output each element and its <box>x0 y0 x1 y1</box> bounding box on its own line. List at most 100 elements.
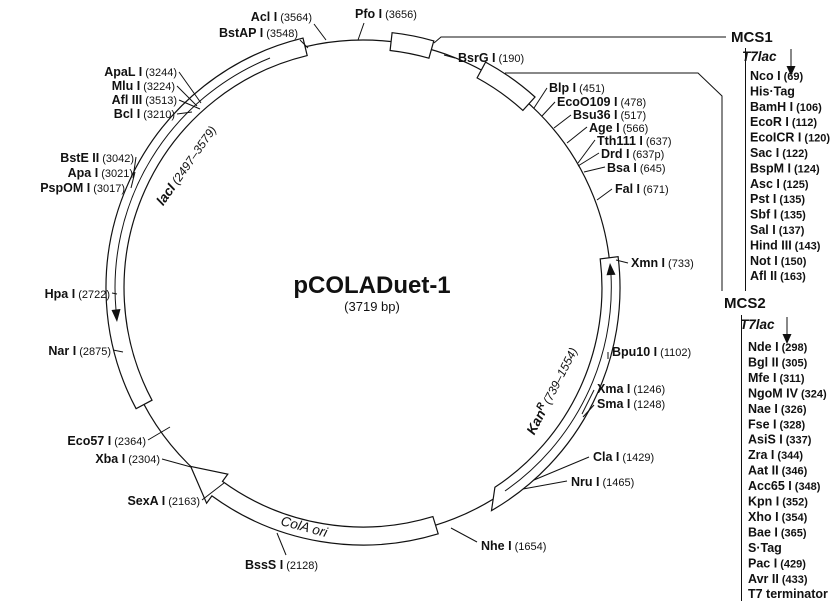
mcs1-item: Not I(150) <box>750 254 807 268</box>
leader-sexa <box>201 482 225 501</box>
laci-arrowhead <box>111 309 121 322</box>
mcs1-item: Afl II(163) <box>750 269 806 283</box>
site-label-xma: Xma I(1246) <box>597 382 665 396</box>
mcs2-band <box>476 61 536 112</box>
leader-bsrg <box>443 54 456 59</box>
site-label-bsu36: Bsu36 I(517) <box>573 108 646 122</box>
site-labels: Pfo I(3656) Acl I(3564) BstAP I(3548) Bs… <box>40 7 694 572</box>
mcs2-item: Bgl II(305) <box>748 355 808 369</box>
leader-blp <box>533 87 548 109</box>
plasmid-size: (3719 bp) <box>344 299 400 314</box>
mcs2-list: MCS2 T7lac Nde I(298) Bgl II(305) Mfe I(… <box>724 295 828 601</box>
site-label-bsss: BssS I(2128) <box>245 558 318 572</box>
leader-bcl <box>176 111 193 115</box>
kanr-arrowhead <box>606 263 616 276</box>
site-label-hpa: Hpa I(2722) <box>45 287 110 301</box>
laci-arrow-line <box>114 57 271 311</box>
mcs2-item: Bae I(365) <box>748 525 807 539</box>
mcs1-item: Sal I(137) <box>750 223 805 237</box>
site-label-afliii: Afl III(3513) <box>112 93 177 107</box>
mcs2-item: Xho I(354) <box>748 510 808 524</box>
leader-xba <box>161 458 192 468</box>
leader-sma <box>582 404 595 418</box>
site-label-cla: Cla I(1429) <box>593 450 654 464</box>
leader-bsa <box>583 166 606 173</box>
leader-xma <box>581 389 595 415</box>
mcs2-item: Fse I(328) <box>748 417 806 431</box>
mcs2-connector <box>505 72 723 291</box>
site-label-sma: Sma I(1248) <box>597 397 665 411</box>
mcs2-item: Pac I(429) <box>748 556 806 570</box>
leader-nru <box>522 480 568 490</box>
leader-eco57 <box>147 426 171 441</box>
leader-xmn <box>615 259 629 264</box>
mcs2-item: Aat II(346) <box>748 464 808 478</box>
mcs2-item: Nde I(298) <box>748 340 808 354</box>
mcs1-item: Asc I(125) <box>750 177 809 191</box>
leader-mlu <box>176 85 198 107</box>
plasmid-title: pCOLADuet-1 <box>293 272 450 299</box>
site-label-xmn: Xmn I(733) <box>631 256 694 270</box>
site-label-bste: BstE II(3042) <box>60 151 134 165</box>
mcs2-item: T7 terminator <box>748 587 828 601</box>
mcs2-header: MCS2 <box>724 295 766 312</box>
leader-nar <box>112 349 124 353</box>
site-label-bsrg: BsrG I(190) <box>458 51 524 65</box>
mcs2-item: NgoM IV(324) <box>748 386 827 400</box>
mcs1-item: Nco I(69) <box>750 69 803 83</box>
mcs2-item: Acc65 I(348) <box>748 479 821 493</box>
direction-arrows <box>111 57 616 492</box>
mcs1-item: EcoICR I(120) <box>750 131 830 145</box>
mcs1-list: MCS1 T7lac Nco I(69) His·Tag BamH I(106)… <box>731 29 830 283</box>
site-label-ecoo109: EcoO109 I(478) <box>557 95 646 109</box>
site-label-pfo: Pfo I(3656) <box>355 7 417 21</box>
site-label-bsa: Bsa I(645) <box>607 161 666 175</box>
leader-nhe <box>450 527 478 543</box>
mcs2-item: Avr II(433) <box>748 572 808 586</box>
feature-bands <box>105 32 621 546</box>
leader-age <box>566 126 588 144</box>
cola-ori-band <box>189 465 439 546</box>
mcs1-promoter-label: T7lac <box>742 49 777 64</box>
leader-bsu36 <box>553 114 572 129</box>
leader-ecoo109 <box>541 101 556 117</box>
site-label-sexa: SexA I(2163) <box>127 494 200 508</box>
mcs2-promoter-arrowhead <box>782 334 792 344</box>
mcs2-item: AsiS I(337) <box>748 433 812 447</box>
leader-cla <box>533 456 590 481</box>
mcs1-item: Sbf I(135) <box>750 208 806 222</box>
mcs1-band <box>389 32 435 59</box>
mcs1-item: BamH I(106) <box>750 100 822 114</box>
site-label-bcl: Bcl I(3210) <box>114 107 175 121</box>
mcs1-item: Pst I(135) <box>750 192 805 206</box>
site-label-pspom: PspOM I(3017) <box>40 181 125 195</box>
leader-acl <box>313 23 327 41</box>
site-label-fal: Fal I(671) <box>615 182 669 196</box>
leader-drd <box>577 152 600 167</box>
site-label-tth111: Tth111 I(637) <box>597 134 672 148</box>
site-label-eco57: Eco57 I(2364) <box>67 434 146 448</box>
mcs1-promoter-arrowhead <box>786 66 796 76</box>
site-label-bstap: BstAP I(3548) <box>219 26 298 40</box>
site-label-apal: ApaL I(3244) <box>104 65 177 79</box>
mcs1-item: EcoR I(112) <box>750 115 817 129</box>
leader-bste <box>132 156 137 179</box>
mcs1-item: His·Tag <box>750 84 795 98</box>
mcs2-item: Zra I(344) <box>748 448 803 462</box>
mcs2-item: Nae I(326) <box>748 402 807 416</box>
mcs1-item: Sac I(122) <box>750 146 808 160</box>
kanr-band <box>490 256 621 512</box>
leader-fal <box>596 188 613 201</box>
site-label-mlu: Mlu I(3224) <box>112 79 175 93</box>
leader-afliii <box>178 99 201 110</box>
mcs2-item: Mfe I(311) <box>748 371 805 385</box>
site-label-drd: Drd I(637p) <box>601 147 664 161</box>
site-label-xba: Xba I(2304) <box>95 452 160 466</box>
site-label-nru: Nru I(1465) <box>571 475 634 489</box>
mcs2-item: Kpn I(352) <box>748 495 808 509</box>
leader-hpa <box>111 292 118 295</box>
kanr-arrow-line <box>504 274 612 492</box>
leader-bsss <box>276 532 287 556</box>
site-label-apa: Apa I(3021) <box>68 166 133 180</box>
